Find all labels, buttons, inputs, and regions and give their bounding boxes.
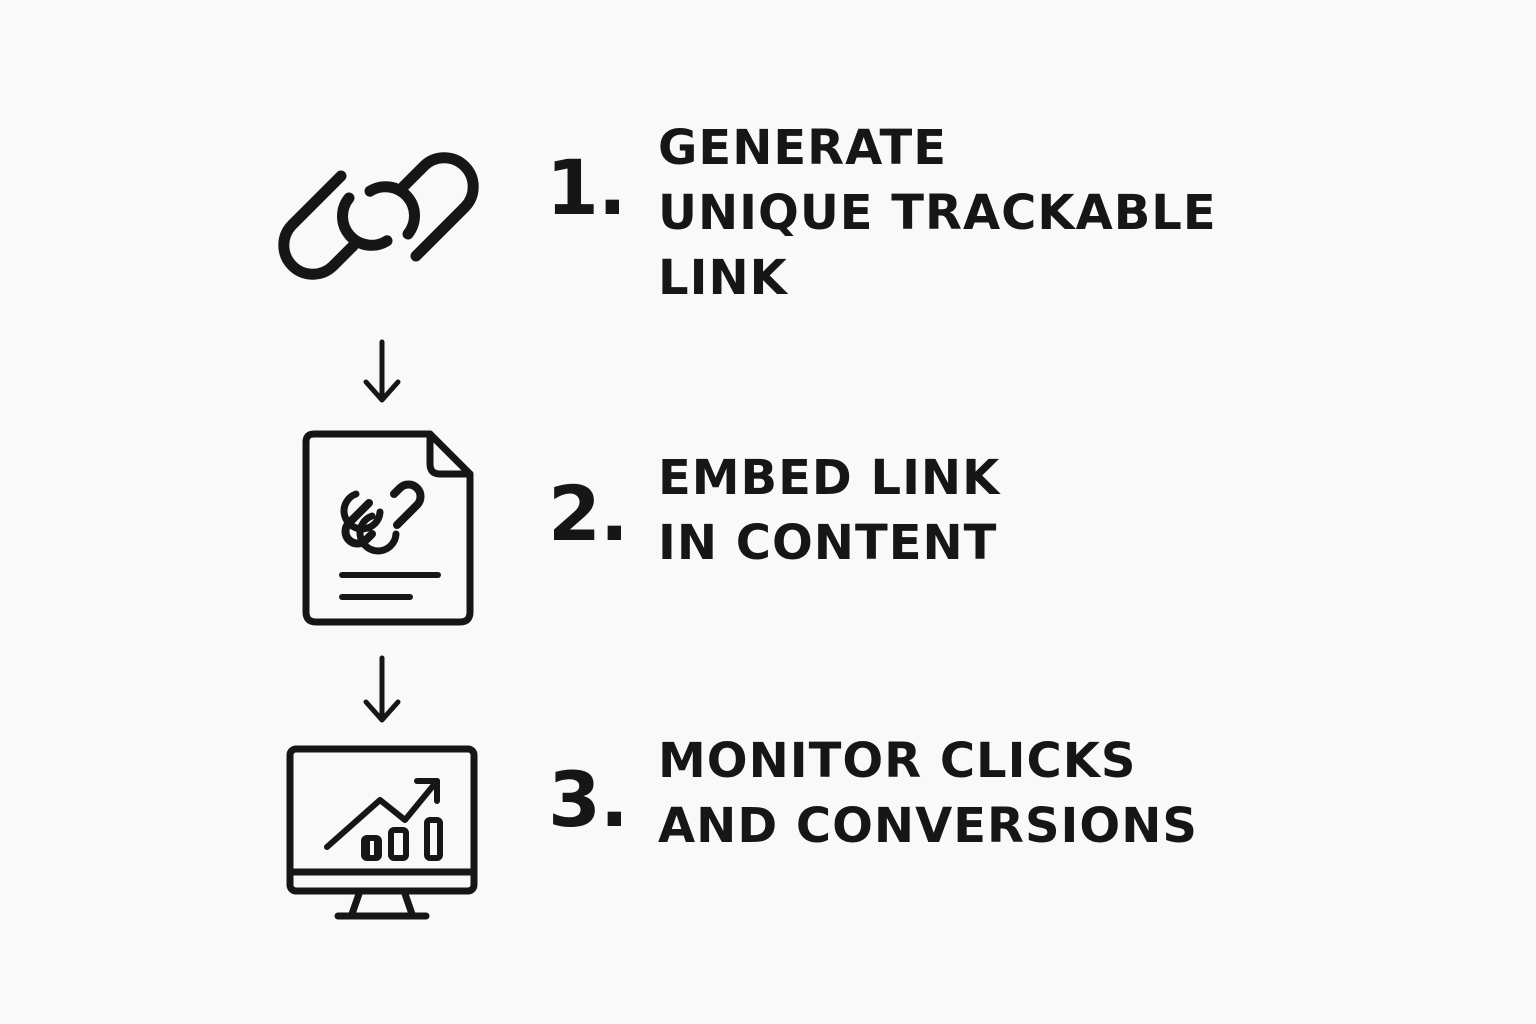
step-3-label: MONITOR CLICKS AND CONVERSIONS [658, 729, 1198, 859]
step-2-label-line: IN CONTENT [658, 515, 998, 571]
step-1-label-line: LINK [658, 250, 788, 306]
step-1-number: 1. [546, 143, 627, 232]
arrow-down-icon [363, 655, 401, 723]
step-1-label-line: UNIQUE TRACKABLE [658, 185, 1217, 241]
chain-link-icon [278, 152, 479, 280]
step-1-label: GENERATE UNIQUE TRACKABLE LINK [658, 116, 1217, 311]
arrow-down-icon [363, 339, 401, 403]
step-3-label-line: MONITOR CLICKS [658, 733, 1137, 789]
monitor-chart-icon [286, 745, 478, 920]
document-link-icon [302, 430, 474, 626]
step-2-label: EMBED LINK IN CONTENT [658, 446, 1000, 576]
step-2-label-line: EMBED LINK [658, 450, 1001, 506]
step-2-number: 2. [548, 469, 629, 558]
step-1-label-line: GENERATE [658, 120, 948, 176]
step-3-label-line: AND CONVERSIONS [658, 798, 1198, 854]
step-3-number: 3. [548, 755, 629, 844]
